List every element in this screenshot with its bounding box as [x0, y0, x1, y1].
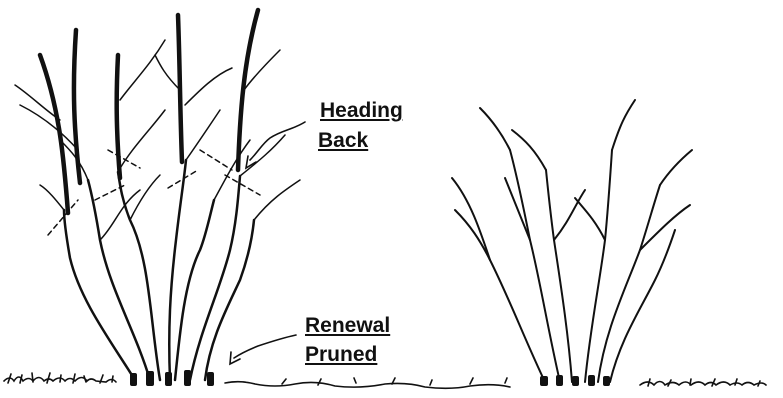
heading-back-label-line1: Heading: [320, 99, 403, 123]
leader-arrows: [230, 122, 305, 364]
crown-bases: [130, 370, 610, 386]
ground-line: [4, 373, 766, 388]
renewal-pruned-label-line2: Pruned: [305, 343, 377, 367]
right-shrub: [452, 100, 692, 382]
heading-back-label-line2: Back: [318, 129, 368, 153]
renewal-pruned-label-line1: Renewal: [305, 314, 390, 338]
left-shrub: [15, 10, 300, 380]
